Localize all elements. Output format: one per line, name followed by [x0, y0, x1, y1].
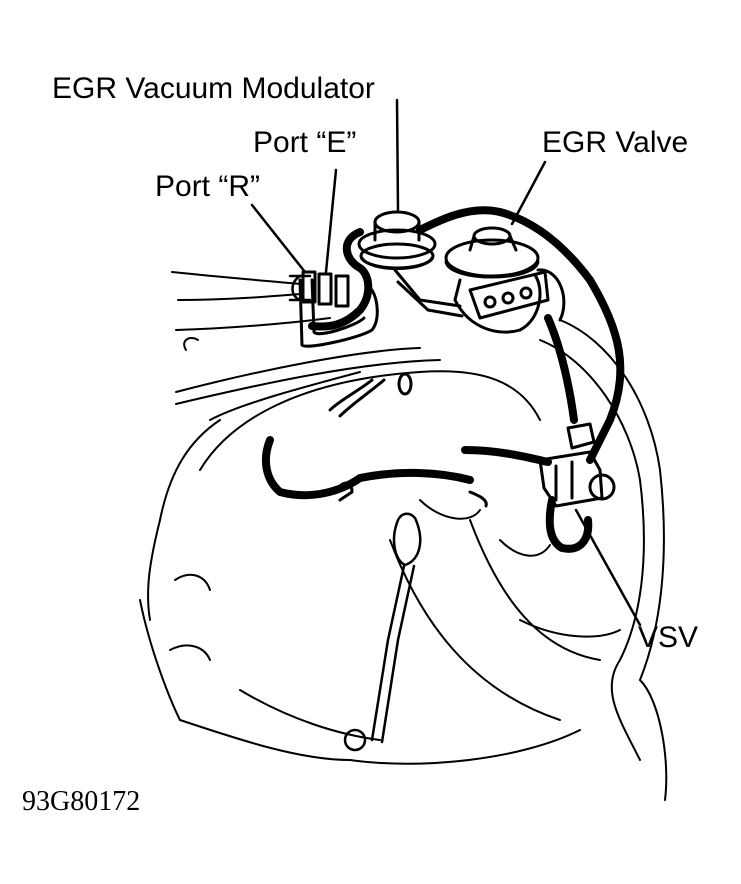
vsv-label: VSV [638, 621, 699, 654]
egr-valve-label: EGR Valve [542, 126, 689, 159]
leader-lines [250, 98, 642, 627]
port-r-label: Port “R” [155, 170, 260, 203]
vsv-part [538, 422, 616, 508]
figure-code: 93G80172 [22, 786, 141, 817]
egr-vacuum-modulator-part [357, 210, 464, 318]
port-e-label: Port “E” [253, 126, 357, 159]
vacuum-hoses [261, 206, 625, 553]
egr-valve-part [444, 226, 566, 334]
port-tubes [298, 270, 379, 348]
egr-vacuum-modulator-label: EGR Vacuum Modulator [52, 72, 375, 105]
engine-outline [139, 271, 668, 801]
small-hoses [328, 372, 488, 508]
dipstick [343, 512, 422, 752]
